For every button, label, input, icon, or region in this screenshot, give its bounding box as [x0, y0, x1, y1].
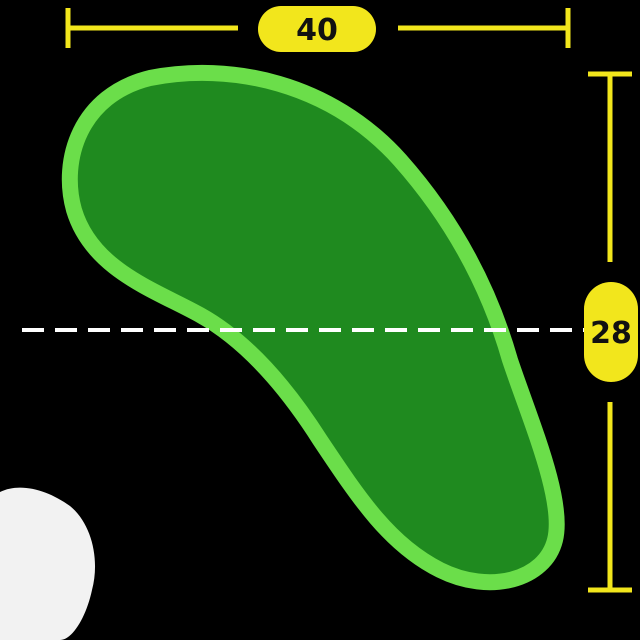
- depth-label-pill: [584, 282, 638, 382]
- width-dimension: [65, 8, 571, 48]
- putting-green: [61, 64, 565, 591]
- width-label: 40: [296, 13, 338, 48]
- depth-dimension: [588, 71, 632, 593]
- width-label-pill: [258, 6, 376, 52]
- bunker: [0, 487, 96, 640]
- depth-label: 28: [590, 316, 632, 351]
